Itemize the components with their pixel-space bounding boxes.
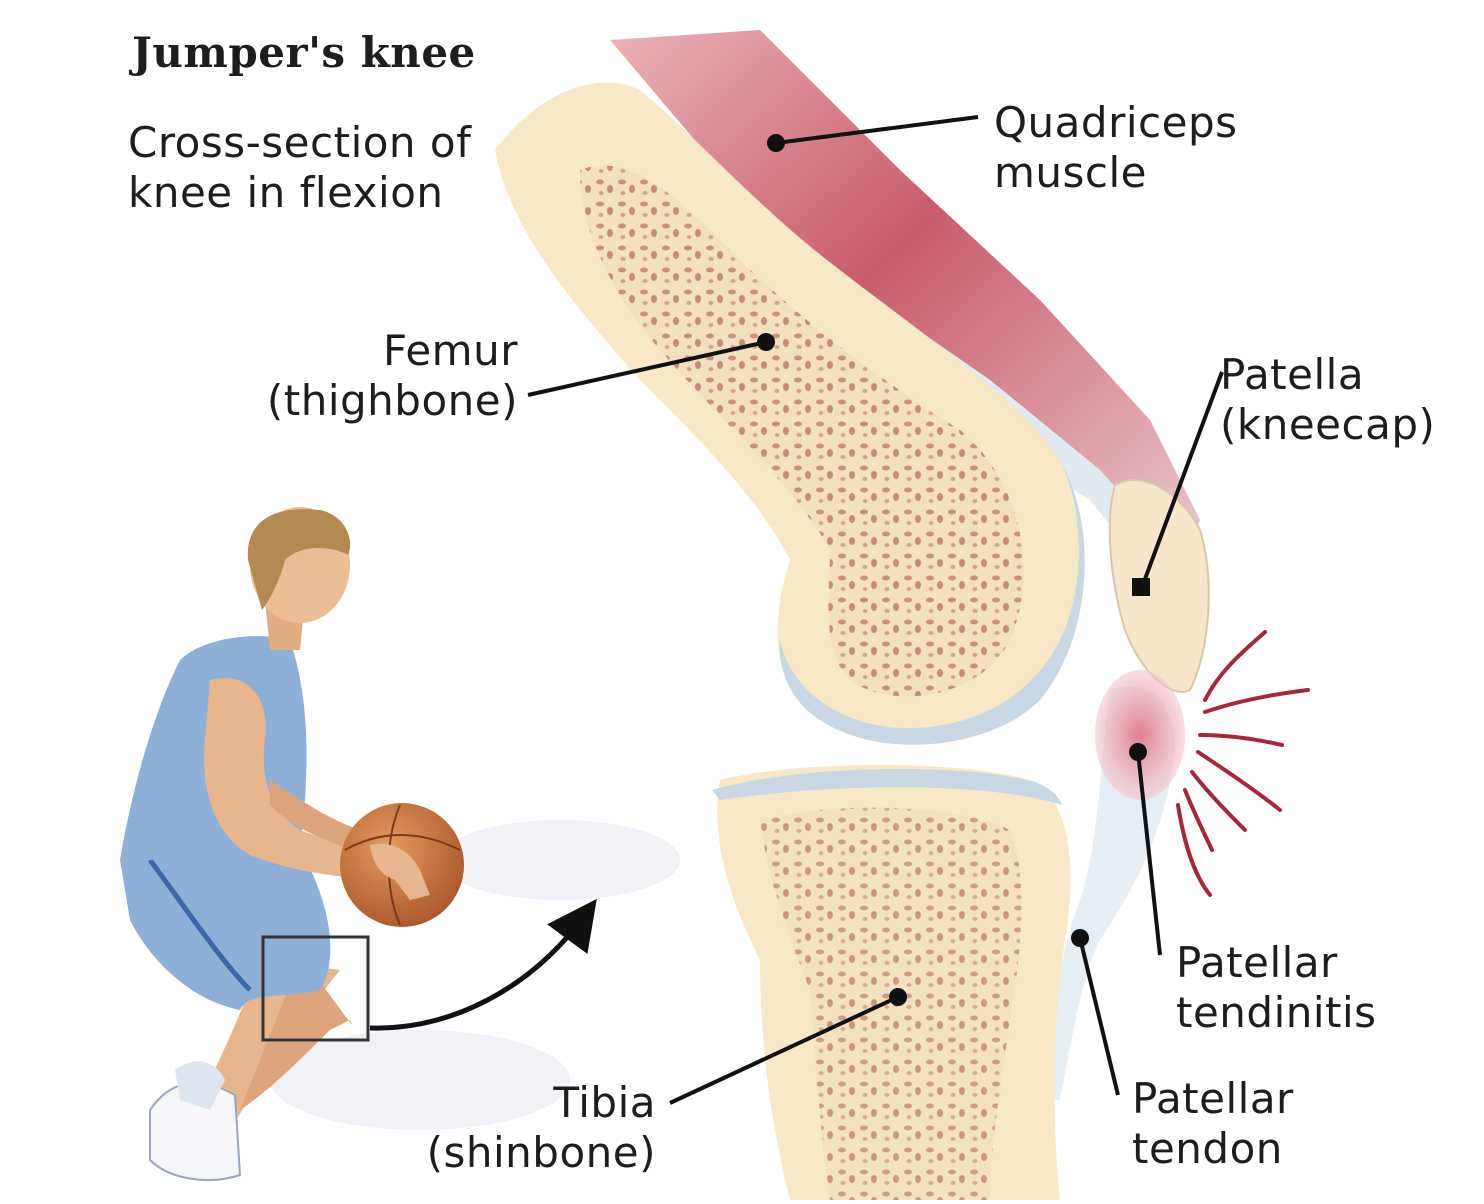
page-title: Jumper's knee <box>132 28 476 77</box>
zoom-arrow <box>369 898 597 1031</box>
pain-rays <box>1176 630 1310 897</box>
label-patellar-tendinitis: Patellar tendinitis <box>1176 938 1377 1037</box>
label-patellar-tendon: Patellar tendon <box>1132 1074 1294 1173</box>
label-femur: Femur (thighbone) <box>266 326 518 425</box>
patella-bone <box>1108 479 1210 693</box>
knee-highlight-box <box>261 935 370 1042</box>
tibia-marrow <box>760 807 1022 1200</box>
tibia-cartilage <box>712 768 1062 805</box>
femur-marrow <box>580 165 1024 697</box>
basketball-player <box>120 507 680 1181</box>
quadriceps-muscle <box>610 30 1200 560</box>
label-patella: Patella (kneecap) <box>1220 350 1436 449</box>
page-subtitle: Cross-section of knee in flexion <box>128 118 472 217</box>
leader-lines <box>527 115 1224 1105</box>
label-quadriceps: Quadriceps muscle <box>994 98 1238 197</box>
inflammation-area <box>1095 670 1185 800</box>
label-tibia: Tibia (shinbone) <box>426 1078 656 1177</box>
